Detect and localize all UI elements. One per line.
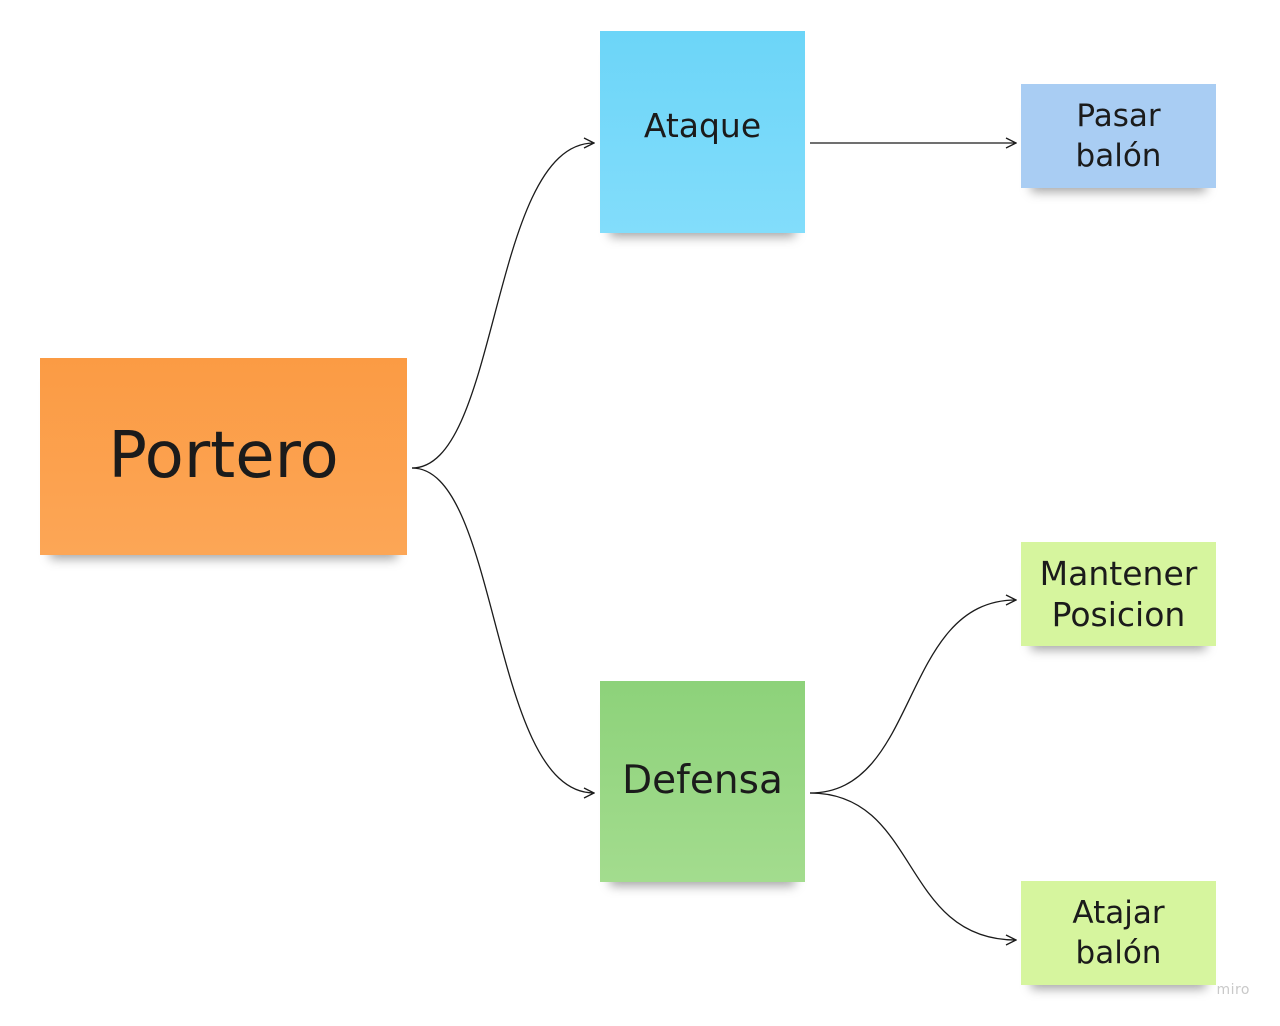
sticky-mantener-posicion-label: Mantener Posicion xyxy=(1039,553,1198,634)
sticky-atajar-balon[interactable]: Atajar balón xyxy=(1021,881,1216,985)
sticky-atajar-balon-label: Atajar balón xyxy=(1072,894,1165,971)
sticky-ataque-label: Ataque xyxy=(643,106,762,145)
sticky-pasar-balon[interactable]: Pasar balón xyxy=(1021,84,1216,188)
miro-watermark: miro xyxy=(1216,982,1250,998)
edge-defensa-mantener xyxy=(809,600,1016,794)
sticky-mantener-posicion[interactable]: Mantener Posicion xyxy=(1021,542,1216,646)
sticky-ataque[interactable]: Ataque xyxy=(600,31,805,233)
sticky-defensa-label: Defensa xyxy=(622,758,783,804)
edge-defensa-atajar xyxy=(809,792,1016,940)
sticky-portero[interactable]: Portero xyxy=(40,358,407,555)
sticky-defensa[interactable]: Defensa xyxy=(600,681,805,882)
edge-portero-ataque xyxy=(411,143,594,469)
edge-portero-defensa xyxy=(411,467,594,793)
sticky-pasar-balon-label: Pasar balón xyxy=(1075,97,1162,174)
sticky-portero-label: Portero xyxy=(108,418,339,493)
